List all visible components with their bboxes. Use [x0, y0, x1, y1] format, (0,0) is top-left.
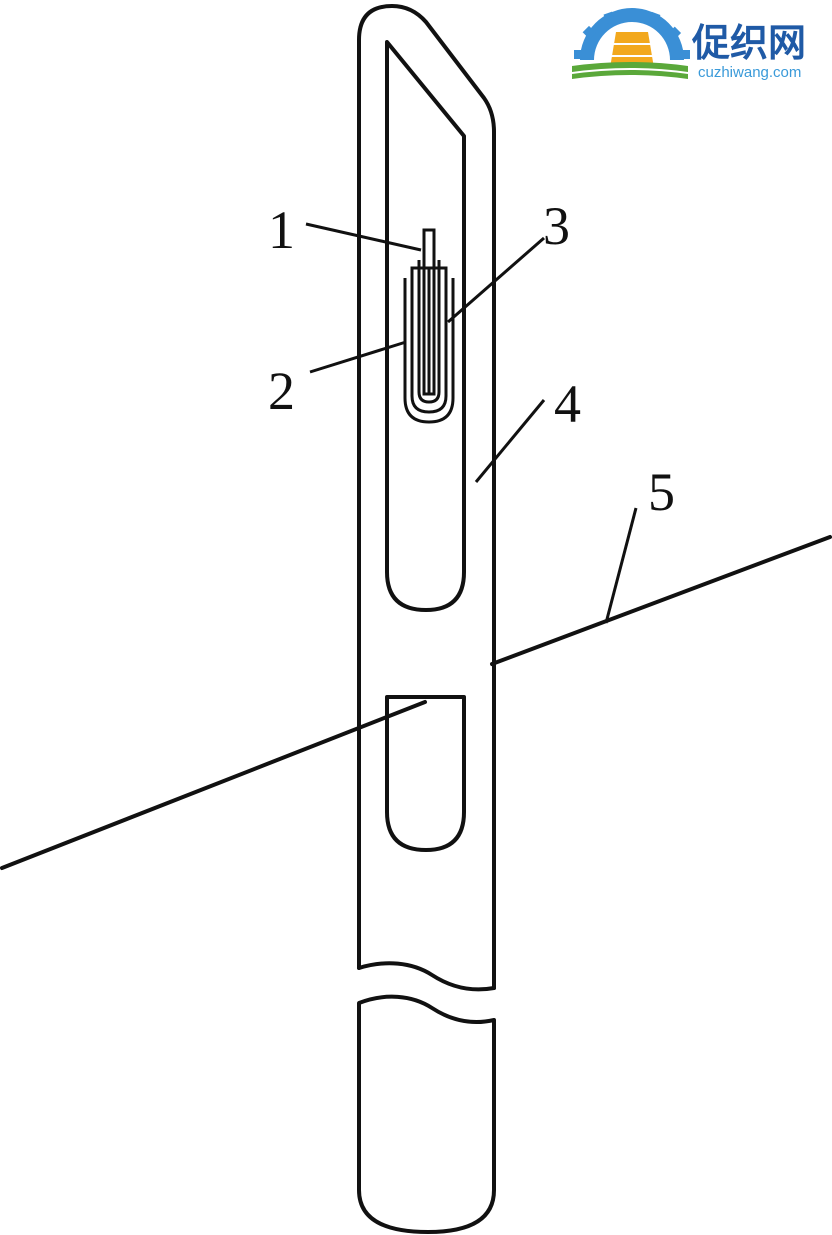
logo-spool-icon — [610, 32, 654, 68]
logo-url: cuzhiwang.com — [698, 64, 801, 81]
part-2-sleeve-inner — [410, 266, 448, 414]
logo-field-icon — [572, 62, 688, 72]
label-part-5: 5 — [648, 462, 675, 522]
logo-title: 促织网 — [691, 21, 806, 65]
label-part-3: 3 — [543, 196, 570, 256]
thread-upper-segment — [490, 535, 832, 666]
thread-lower-segment — [0, 700, 427, 870]
part-3-tube — [417, 260, 441, 404]
logo: 促织网 cuzhiwang.com — [572, 8, 806, 81]
label-part-4: 4 — [554, 374, 581, 434]
label-part-2: 2 — [268, 361, 295, 421]
needle-outline-upper — [357, 4, 496, 990]
leader-line-5 — [604, 507, 638, 624]
label-part-1: 1 — [268, 200, 295, 260]
leader-line-3 — [447, 236, 545, 324]
logo-gear-teeth — [574, 9, 690, 59]
needle-break-upper — [357, 961, 496, 992]
leader-line-2 — [309, 340, 407, 374]
needle-long-groove — [385, 40, 466, 612]
needle-outline-lower — [357, 994, 496, 1234]
part-1-wire — [422, 228, 436, 396]
leader-line-4 — [474, 399, 546, 483]
needle-eye — [385, 695, 466, 852]
leader-line-1 — [305, 222, 422, 252]
part-2-sleeve — [403, 278, 455, 424]
